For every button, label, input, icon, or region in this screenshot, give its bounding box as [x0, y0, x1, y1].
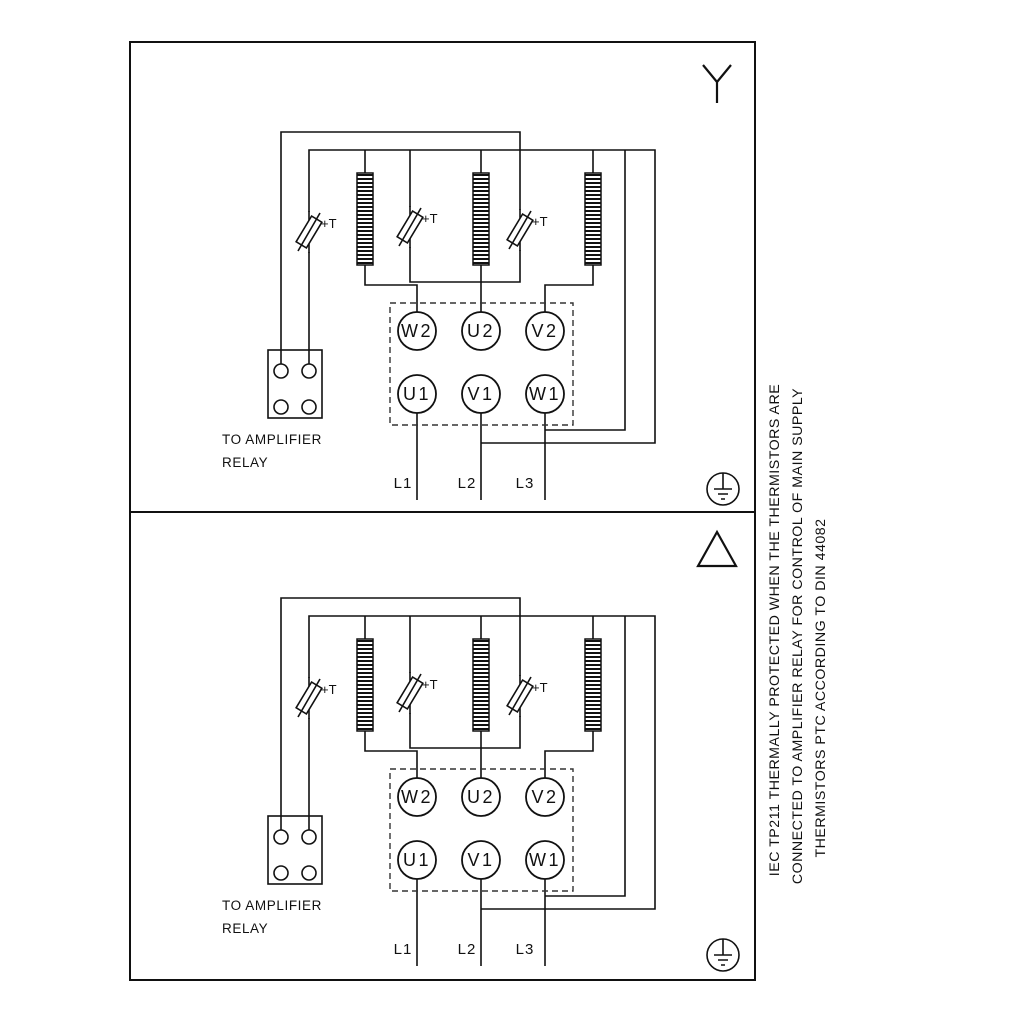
relay-caption-line2: RELAY	[222, 921, 268, 936]
terminal-label-u2: U2	[467, 321, 495, 341]
terminal-label-v1: V1	[467, 384, 494, 404]
thermistor-label-1: +T	[321, 682, 337, 697]
thermistor-label-3: +T	[532, 214, 548, 229]
supply-label-l3: L3	[516, 475, 535, 492]
terminal-label-v2: V2	[531, 787, 558, 807]
thermistor-label-2: +T	[422, 211, 438, 226]
supply-label-l2: L2	[458, 475, 477, 492]
relay-caption-line2: RELAY	[222, 455, 268, 470]
delta-connection-icon	[696, 529, 738, 568]
delta-panel: W2 U2 V2 U1 V1 W1 L1 L2 L3 +T +T +T TO A…	[222, 529, 738, 958]
terminal-label-v2: V2	[531, 321, 558, 341]
supply-label-l1: L1	[394, 475, 413, 492]
relay-caption-line1: TO AMPLIFIER	[222, 432, 322, 447]
wye-connection-icon	[702, 64, 732, 103]
terminal-label-u1: U1	[403, 850, 431, 870]
star-panel-graphics	[267, 131, 740, 506]
relay-caption-line1: TO AMPLIFIER	[222, 898, 322, 913]
supply-label-l1: L1	[394, 941, 413, 958]
supply-label-l3: L3	[516, 941, 535, 958]
terminal-label-w1: W1	[529, 850, 561, 870]
delta-panel-graphics	[267, 597, 740, 972]
terminal-label-w2: W2	[401, 321, 433, 341]
supply-label-l2: L2	[458, 941, 477, 958]
thermistor-label-3: +T	[532, 680, 548, 695]
terminal-label-w1: W1	[529, 384, 561, 404]
side-note-line3: THERMISTORS PTC ACCORDING TO DIN 44082	[813, 518, 829, 857]
side-note: IEC TP211 THERMALLY PROTECTED WHEN THE T…	[767, 384, 829, 884]
terminal-label-u2: U2	[467, 787, 495, 807]
side-note-line1: IEC TP211 THERMALLY PROTECTED WHEN THE T…	[767, 384, 783, 876]
thermistor-label-1: +T	[321, 216, 337, 231]
terminal-label-u1: U1	[403, 384, 431, 404]
terminal-label-v1: V1	[467, 850, 494, 870]
terminal-label-w2: W2	[401, 787, 433, 807]
side-note-line2: CONNECTED TO AMPLIFIER RELAY FOR CONTROL…	[790, 388, 806, 884]
star-panel: W2 U2 V2 U1 V1 W1 L1 L2 L3 +T +T +T TO A…	[222, 64, 732, 492]
thermistor-label-2: +T	[422, 677, 438, 692]
